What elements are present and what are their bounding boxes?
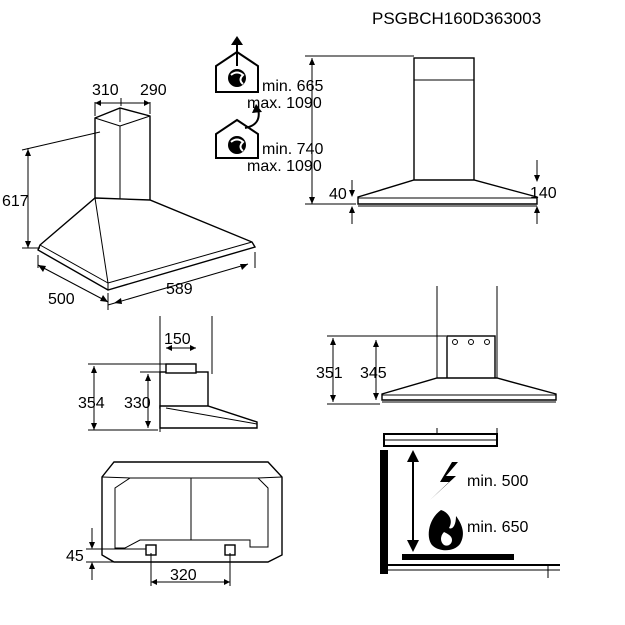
front-canopy <box>357 179 538 205</box>
extraction-min: min. 665 <box>262 78 323 95</box>
dim-side-height-b: 330 <box>124 395 151 412</box>
main-isometric-view: 310 290 617 500 589 <box>2 82 257 310</box>
dim-bracket-height-a: 351 <box>316 365 343 382</box>
side-chimney <box>159 371 209 409</box>
canopy <box>37 197 257 291</box>
dim-canopy-edge: 40 <box>329 186 347 203</box>
extraction-max: max. 1090 <box>247 95 322 112</box>
recirculation-max: max. 1090 <box>247 158 322 175</box>
hob <box>402 554 514 560</box>
side-view: 150 354 330 <box>78 316 258 432</box>
front-chimney <box>413 57 475 189</box>
dim-outlet-diameter: 150 <box>164 331 191 348</box>
product-code: PSGBCH160D363003 <box>372 9 541 28</box>
clearance-gas-min: min. 650 <box>467 519 528 536</box>
dim-bracket-spacing: 320 <box>170 567 197 584</box>
dim-side-height-a: 354 <box>78 395 105 412</box>
dim-chimney-a: 310 <box>92 82 119 99</box>
wall-bracket <box>446 335 496 383</box>
clearance-electric-min: min. 500 <box>467 473 528 490</box>
front-view: 40 140 <box>305 55 557 224</box>
dim-offset: 45 <box>66 548 84 565</box>
bracket-canopy <box>381 377 557 401</box>
recirculation-mode-icon <box>215 104 262 159</box>
bottom-view: 320 45 <box>66 461 283 586</box>
dim-total-height: 617 <box>2 193 29 210</box>
hood-outline <box>101 461 283 563</box>
wall <box>380 450 388 574</box>
electric-hob-icon <box>430 462 458 500</box>
extraction-mode-icon <box>215 36 259 93</box>
dim-bracket-height-b: 345 <box>360 365 387 382</box>
clearance-view: min. 500 min. 650 <box>380 428 560 578</box>
dim-canopy-height: 140 <box>530 185 557 202</box>
dim-depth: 500 <box>48 291 75 308</box>
recirculation-min: min. 740 <box>262 141 323 158</box>
dim-chimney-b: 290 <box>140 82 167 99</box>
bracket-view: 351 345 <box>316 286 557 405</box>
outlet-collar <box>165 363 197 374</box>
recirculation-mode: min. 740 max. 1090 <box>215 104 323 175</box>
gas-flame-icon <box>428 510 463 551</box>
dim-width: 589 <box>166 281 193 298</box>
extraction-mode: min. 665 max. 1090 <box>215 36 323 112</box>
